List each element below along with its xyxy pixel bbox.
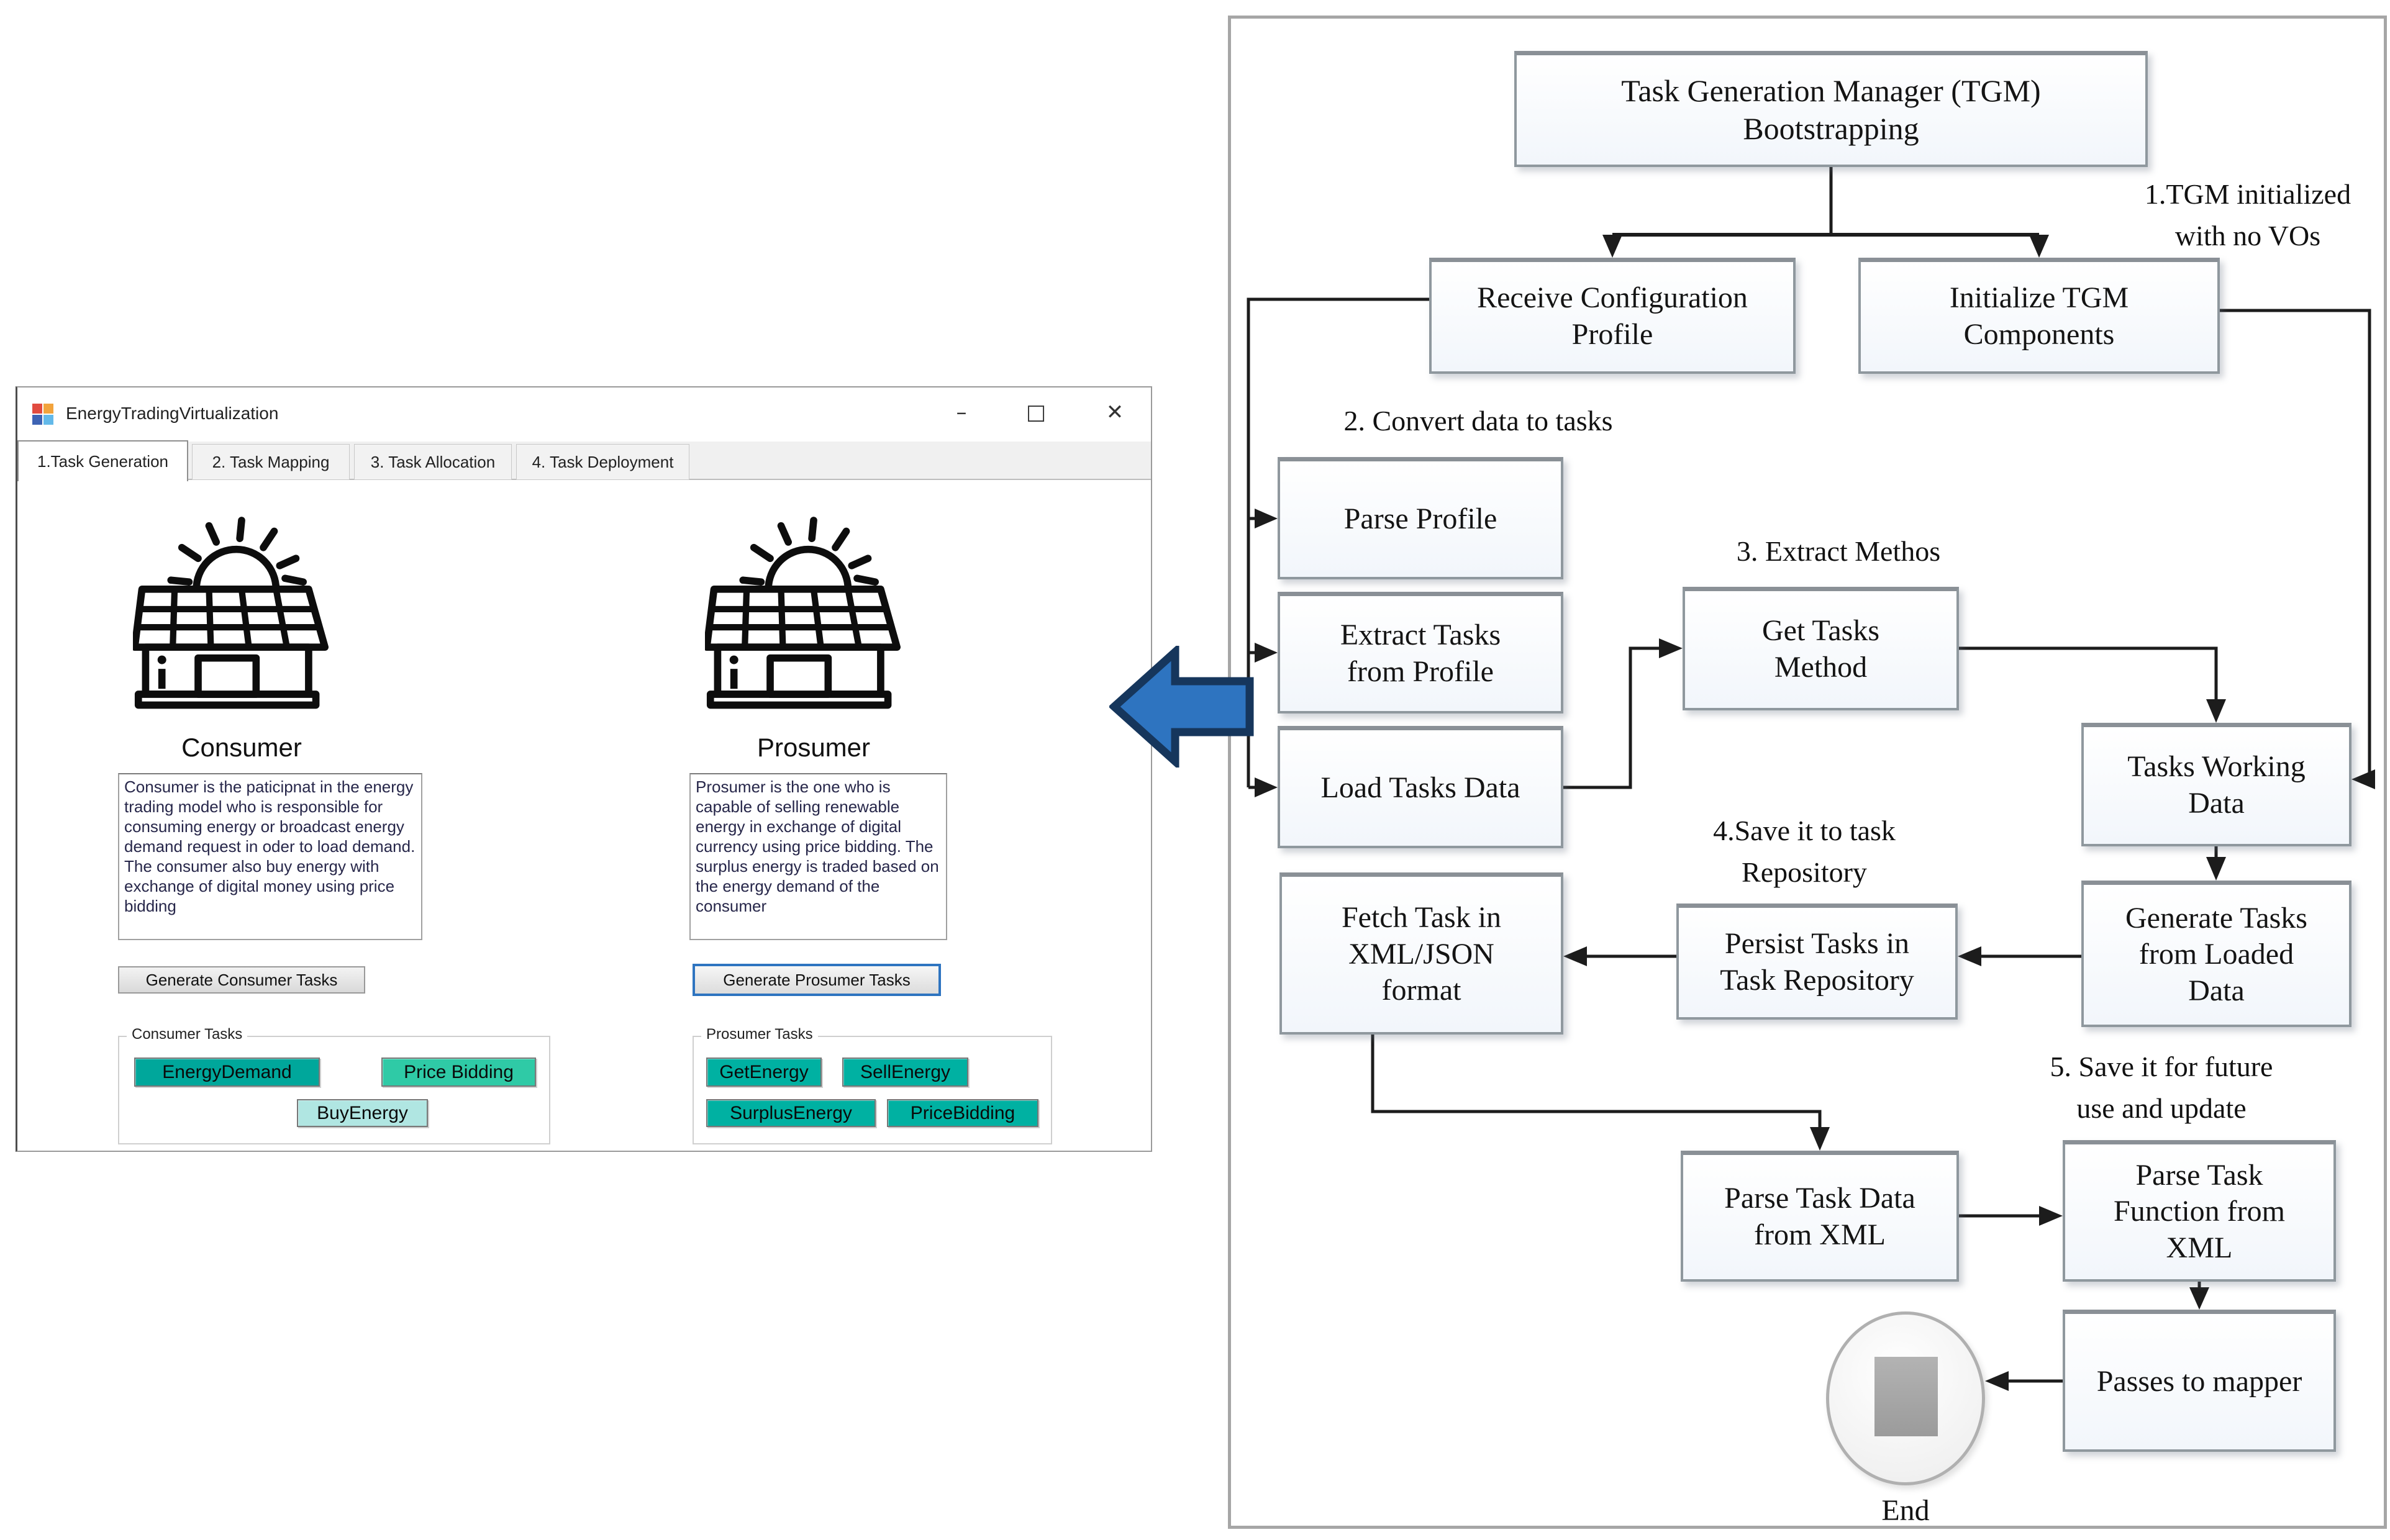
prosumer-tasks-groupbox: Prosumer Tasks GetEnergy SellEnergy Surp…: [693, 1026, 1052, 1144]
consumer-tasks-group-label: Consumer Tasks: [127, 1026, 248, 1043]
annotation-step-3: 3. Extract Methos: [1736, 535, 1941, 567]
generate-consumer-tasks-button[interactable]: Generate Consumer Tasks: [118, 966, 365, 994]
close-button[interactable]: ✕: [1081, 387, 1149, 437]
consumer-heading: Consumer: [181, 733, 302, 762]
node-parse-task-data-from-xml: Parse Task Data from XML: [1681, 1151, 1959, 1282]
node-load-tasks-data: Load Tasks Data: [1278, 726, 1563, 848]
task-chip-buyenergy[interactable]: BuyEnergy: [297, 1099, 428, 1127]
task-chip-sellenergy[interactable]: SellEnergy: [842, 1058, 968, 1087]
tab-task-mapping[interactable]: 2. Task Mapping: [192, 444, 350, 480]
prosumer-tasks-group-label: Prosumer Tasks: [701, 1026, 818, 1043]
tab-task-allocation[interactable]: 3. Task Allocation: [354, 444, 512, 480]
tab-task-deployment[interactable]: 4. Task Deployment: [516, 444, 689, 480]
window-title: EnergyTradingVirtualization: [66, 404, 279, 423]
tab-strip: 1.Task Generation 2. Task Mapping 3. Tas…: [17, 440, 1151, 481]
annotation-step-4: 4.Save it to task Repository: [1713, 815, 1896, 888]
node-initialize-tgm-components: Initialize TGM Components: [1858, 258, 2220, 374]
left-arrow-icon: [1109, 646, 1254, 768]
node-persist-tasks-in-task-repository: Persist Tasks in Task Repository: [1676, 904, 1958, 1020]
maximize-button[interactable]: □: [1002, 387, 1070, 437]
node-receive-configuration-profile: Receive Configuration Profile: [1429, 258, 1796, 374]
annotation-step-1: 1.TGM initialized with no VOs: [2144, 178, 2351, 251]
end-stop-square-icon: [1874, 1357, 1938, 1436]
node-fetch-task-xml-json: Fetch Task in XML/JSON format: [1279, 872, 1563, 1035]
task-chip-energydemand[interactable]: EnergyDemand: [134, 1058, 320, 1087]
prosumer-description-textbox[interactable]: Prosumer is the one who is capable of se…: [689, 773, 947, 940]
generate-prosumer-tasks-button[interactable]: Generate Prosumer Tasks: [693, 964, 941, 996]
prosumer-heading: Prosumer: [757, 733, 871, 762]
end-terminator: [1826, 1311, 1985, 1485]
node-passes-to-mapper: Passes to mapper: [2063, 1310, 2336, 1452]
solar-house-icon: [133, 517, 329, 709]
node-get-tasks-method: Get Tasks Method: [1683, 587, 1959, 710]
task-chip-getenergy[interactable]: GetEnergy: [706, 1058, 822, 1087]
node-parse-profile: Parse Profile: [1278, 457, 1563, 579]
title-bar: EnergyTradingVirtualization – □ ✕: [17, 387, 1151, 442]
tab-task-generation[interactable]: 1.Task Generation: [17, 440, 188, 481]
minimize-button[interactable]: –: [927, 387, 996, 437]
node-generate-tasks-from-loaded-data: Generate Tasks from Loaded Data: [2081, 881, 2351, 1027]
task-chip-surplusenergy[interactable]: SurplusEnergy: [706, 1099, 876, 1127]
node-tgm-bootstrapping: Task Generation Manager (TGM) Bootstrapp…: [1514, 51, 2148, 167]
annotation-step-5: 5. Save it for future use and update: [2050, 1051, 2273, 1124]
annotation-step-2: 2. Convert data to tasks: [1343, 405, 1613, 437]
app-window: EnergyTradingVirtualization – □ ✕ 1.Task…: [16, 386, 1152, 1152]
task-chip-pricebidding[interactable]: PriceBidding: [887, 1099, 1038, 1127]
node-parse-task-function-from-xml: Parse Task Function from XML: [2063, 1140, 2336, 1282]
node-extract-tasks-from-profile: Extract Tasks from Profile: [1278, 592, 1563, 713]
app-icon: [32, 404, 53, 425]
end-label: End: [1881, 1494, 1930, 1527]
node-tasks-working-data: Tasks Working Data: [2081, 723, 2351, 846]
task-chip-price-bidding[interactable]: Price Bidding: [381, 1058, 536, 1087]
consumer-tasks-groupbox: Consumer Tasks EnergyDemand Price Biddin…: [118, 1026, 550, 1144]
solar-house-icon: [705, 517, 901, 709]
consumer-description-textbox[interactable]: Consumer is the paticipnat in the energy…: [118, 773, 422, 940]
